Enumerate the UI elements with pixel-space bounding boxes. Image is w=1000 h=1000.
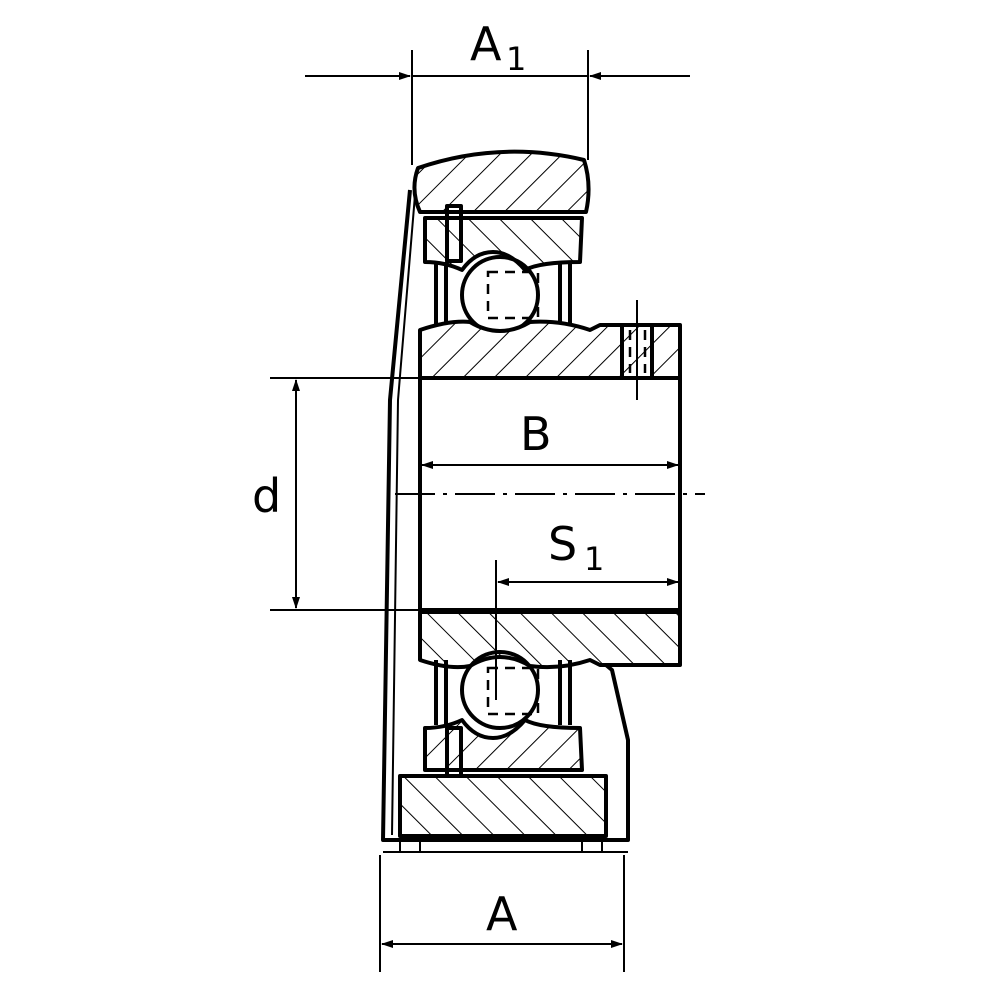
label-A1-main: A (470, 17, 502, 71)
ball-bottom (460, 650, 540, 730)
label-B: B (520, 407, 552, 461)
seals-bottom (434, 660, 572, 725)
dimension-S1: S 1 (495, 517, 679, 700)
label-A1-sub: 1 (506, 40, 526, 78)
label-S1-main: S (548, 517, 577, 571)
outer-race-top (423, 216, 584, 272)
outer-ring-bottom (398, 774, 608, 838)
outer-ring-top (412, 149, 591, 214)
dimension-d: d (252, 377, 420, 611)
seals-top (434, 262, 572, 330)
dimension-A: A (379, 855, 625, 972)
dimension-B: B (421, 407, 679, 469)
inner-ring-bottom (418, 610, 682, 670)
ball-top (460, 255, 540, 335)
snap-ring-top (445, 204, 463, 263)
label-S1-sub: 1 (584, 540, 604, 578)
label-d: d (252, 469, 281, 523)
dimension-A1: A 1 (305, 17, 690, 165)
inner-ring-top (418, 319, 682, 380)
label-A: A (486, 887, 518, 941)
outer-race-bottom (423, 718, 584, 772)
housing (381, 189, 630, 853)
